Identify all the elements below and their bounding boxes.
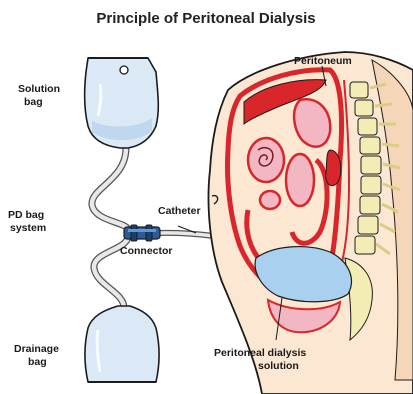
label-drainage-bag: Drainage bag	[14, 343, 62, 368]
connector	[124, 225, 160, 241]
label-connector: Connector	[120, 245, 173, 257]
label-pd-bag-system: PD bag system	[8, 209, 47, 234]
diagram-title: Principle of Peritoneal Dialysis	[96, 10, 315, 27]
label-catheter: Catheter	[158, 205, 201, 217]
drainage-bag	[85, 306, 159, 382]
patient-body-cross-section	[209, 52, 413, 394]
hanger-hole	[120, 66, 128, 74]
label-peritoneal-solution: Peritoneal dialysis solution	[214, 347, 309, 372]
label-peritoneum: Peritoneum	[294, 55, 352, 67]
label-solution-bag: Solution bag	[18, 83, 63, 108]
solution-bag	[85, 58, 159, 148]
